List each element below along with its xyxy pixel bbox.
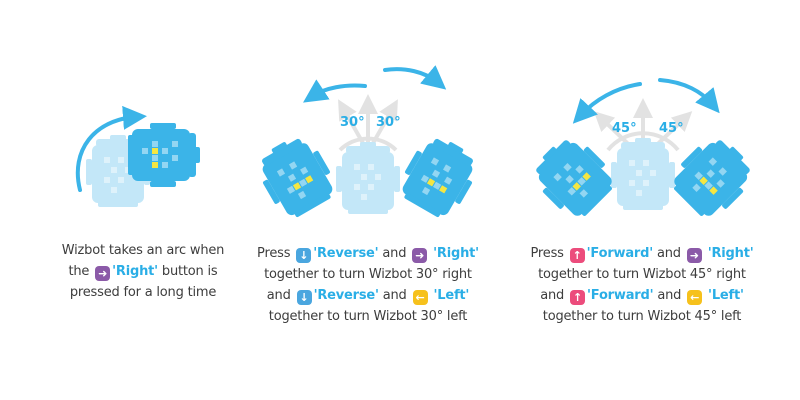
arrow-right-icon: ➜ <box>95 266 111 281</box>
arrow-right-icon: ➜ <box>412 248 428 263</box>
caption-text: and <box>382 288 407 303</box>
keyword-right: 'Right' <box>112 264 158 279</box>
caption-text: and <box>656 246 681 261</box>
wizbot-left-turned <box>250 129 341 223</box>
caption-text: the <box>68 264 90 279</box>
caption-text: and <box>266 288 291 303</box>
caption-line: together to turn Wizbot 30° right <box>264 267 472 282</box>
keyword-left: 'Left' <box>708 288 744 303</box>
keyword-right: 'Right' <box>707 246 754 261</box>
caption-line: and ↑'Forward' and ← 'Left' <box>512 285 772 306</box>
wizbot-right-turned <box>665 129 761 225</box>
arrow-right-icon: ➜ <box>686 248 702 263</box>
caption-text: and <box>540 288 565 303</box>
panel-2-illustration: 30° 30° <box>250 65 484 224</box>
arc-arrow-left <box>303 79 367 103</box>
caption-line: Press ↓'Reverse' and ➜ 'Right' <box>238 243 498 264</box>
caption-panel-3: Press ↑'Forward' and ➜ 'Right' together … <box>512 243 772 327</box>
caption-panel-2: Press ↓'Reverse' and ➜ 'Right' together … <box>238 243 498 327</box>
caption-line: Press ↑'Forward' and ➜ 'Right' <box>512 243 772 264</box>
arc-arrow-right <box>658 78 720 114</box>
arc-arrow-left <box>572 82 642 124</box>
wizbot-center-ghost <box>336 142 400 214</box>
caption-panel-1: Wizbot takes an arc when the ➜'Right' bu… <box>23 240 263 303</box>
arrow-up-icon: ↑ <box>570 290 586 305</box>
caption-text: Press <box>530 246 564 261</box>
arc-arrow <box>75 105 147 192</box>
keyword-reverse: 'Reverse' <box>313 246 379 261</box>
keyword-forward: 'Forward' <box>586 246 654 261</box>
caption-line: together to turn Wizbot 30° left <box>268 309 468 324</box>
wizbot-center-ghost <box>611 138 675 210</box>
keyword-forward: 'Forward' <box>587 288 654 303</box>
caption-text: button is <box>161 264 218 279</box>
angle-label-left: 30° <box>340 115 365 130</box>
angle-label-right: 45° <box>659 121 684 136</box>
arc-arrow-right <box>383 65 447 90</box>
arrow-up-icon: ↑ <box>569 248 585 263</box>
angle-label-left: 45° <box>612 121 637 136</box>
wizbot <box>128 123 200 187</box>
caption-text: and <box>382 246 407 261</box>
caption-line: the ➜'Right' button is <box>23 261 263 282</box>
arrow-down-icon: ↓ <box>296 248 312 263</box>
keyword-reverse: 'Reverse' <box>313 288 379 303</box>
arrow-left-icon: ← <box>412 290 428 305</box>
caption-line: together to turn Wizbot 45° left <box>542 309 742 324</box>
caption-text: Press <box>257 246 291 261</box>
arrow-left-icon: ← <box>687 290 703 305</box>
caption-line: pressed for a long time <box>69 285 217 300</box>
caption-text: and <box>657 288 682 303</box>
angle-label-right: 30° <box>376 115 401 130</box>
wizbot-left-turned <box>525 129 621 225</box>
caption-line: Wizbot takes an arc when <box>61 243 225 258</box>
keyword-right: 'Right' <box>433 246 479 261</box>
wizbot-right-turned <box>393 129 484 223</box>
panel-3-illustration: 45° 45° <box>525 78 761 225</box>
arrow-down-icon: ↓ <box>296 290 312 305</box>
caption-line: and ↓'Reverse' and ← 'Left' <box>238 285 498 306</box>
keyword-left: 'Left' <box>433 288 470 303</box>
caption-line: together to turn Wizbot 45° right <box>538 267 746 282</box>
panel-1-illustration <box>75 105 200 207</box>
